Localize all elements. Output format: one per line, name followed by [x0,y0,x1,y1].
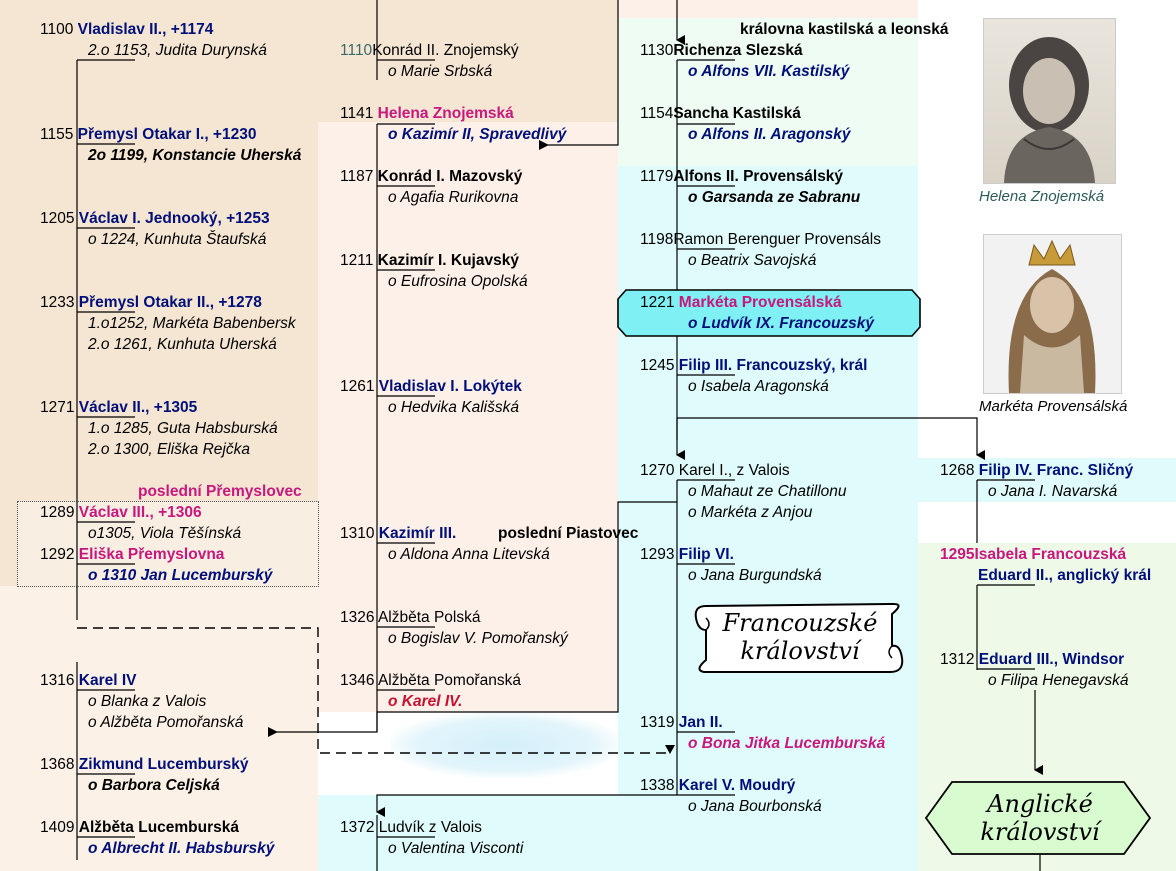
spouse-entry: o Valentina Visconti [388,840,524,857]
cloud-decoration [390,712,620,778]
person-entry: 1179Alfons II. Provensálský [640,168,844,185]
spouse-entry: 2.o 1153, Judita Durynská [88,42,267,59]
castile-header: královna kastilská a leonská [740,21,949,38]
spouse-entry: 1.o 1285, Guta Habsburská [88,420,278,437]
person-entry: 1270 Karel I., z Valois [640,462,790,479]
spouse-entry: o Isabela Aragonská [688,378,829,395]
spouse-entry: o Marie Srbská [388,63,493,80]
portrait-helena [983,18,1116,184]
person-entry: 1271 Václav II., +1305 [40,399,198,416]
spouse-entry: 1.o1252, Markéta Babenbersk [88,315,296,332]
spouse-entry: o Kazimír II, Spravedlivý [388,126,567,143]
portrait-caption: Markéta Provensálská [979,398,1128,415]
spouse-entry: Eduard II., anglický král [978,567,1152,584]
spouse-entry: o Beatrix Savojská [688,252,817,269]
col2-top-background [318,0,618,122]
spouse-entry: o Karel IV. [388,693,463,710]
spouse-entry: 2o 1199, Konstancie Uherská [88,147,302,164]
marketa-portrait-image [1008,239,1096,393]
portrait-caption: Helena Znojemská [979,188,1105,205]
person-entry: 1312 Eduard III., Windsor [940,651,1125,668]
spouse-entry: o Alfons VII. Kastilský [688,63,850,80]
person-entry: 1198Ramon Berenguer Provensáls [640,231,881,248]
spouse-entry: 2.o 1300, Eliška Rejčka [88,441,250,458]
col1-white-band [0,586,318,871]
person-entry: 1292 Eliška Přemyslovna [40,546,225,563]
english-kingdom-label: Anglické království [980,790,1100,846]
spouse-entry: o Albrecht II. Habsburský [88,840,275,857]
col4-cyan-band [918,458,1176,502]
person-entry: 1261 Vladislav I. Lokýtek [340,378,522,395]
person-entry: 1319 Jan II. [640,714,723,731]
spouse-entry: o Jana Burgundská [688,567,822,584]
spouse-entry: o Hedvika Kališská [388,399,519,416]
person-entry: 1295Isabela Francouzská [940,546,1127,563]
last-piast-note: poslední Piastovec [498,525,639,542]
person-entry: 1372 Ludvík z Valois [340,819,482,836]
spouse-entry: o Jana I. Navarská [988,483,1118,500]
spouse-entry: o1305, Viola Těšínská [88,525,242,542]
person-entry: 1326 Alžběta Polská [340,609,481,626]
person-entry: 1205 Václav I. Jednooký, +1253 [40,210,270,227]
person-entry: 1316 Karel IV [40,672,137,689]
helena-portrait-image [1004,37,1095,183]
spouse-entry: o 1224, Kunhuta Štaufská [88,231,267,248]
spouse-entry: 2.o 1261, Kunhuta Uherská [88,336,277,353]
person-entry: 1245 Filip III. Francouzský, král [640,357,868,374]
spouse-entry: o Eufrosina Opolská [388,273,528,290]
last-premyslid-box [17,501,319,587]
spouse-entry: o Ludvík IX. Francouzský [688,315,875,332]
last-premyslid-note: poslední Přemyslovec [138,483,302,500]
spouse-entry: o Mahaut ze Chatillonu [688,483,847,500]
spouse-entry: o Garsanda ze Sabranu [688,189,861,206]
person-entry: 1154Sancha Kastilská [640,105,801,122]
person-entry: 1155 Přemysl Otakar I., +1230 [40,126,257,143]
col3-green-background [618,18,918,166]
spouse-entry: o Alžběta Pomořanská [88,714,244,731]
person-entry: 1110Konrád II. Znojemský [340,42,519,59]
person-entry: 1338 Karel V. Moudrý [640,777,796,794]
portrait-marketa [983,234,1122,394]
person-entry: 1409 Alžběta Lucemburská [40,819,240,836]
person-entry: 1293 Filip VI. [640,546,734,563]
col2-background [318,122,618,712]
person-entry: 1100 Vladislav II., +1174 [40,21,214,38]
person-entry: 1233 Přemysl Otakar II., +1278 [40,294,262,311]
spouse-entry: o Filipa Henegavská [988,672,1129,689]
person-entry: 1289 Václav III., +1306 [40,504,202,521]
person-entry: 1310 Kazimír III. [340,525,457,542]
person-entry: 1368 Zikmund Lucemburský [40,756,249,773]
person-entry: 1268 Filip IV. Franc. Sličný [940,462,1134,479]
spouse-entry: o Alfons II. Aragonský [688,126,851,143]
spouse-entry: o Bogislav V. Pomořanský [388,630,568,647]
french-kingdom-label: Francouzské království [722,609,878,665]
spouse-entry: o Barbora Celjská [88,777,220,794]
spouse-entry: o Aldona Anna Litevská [388,546,550,563]
highlight-box-marketa [617,289,921,337]
person-entry: 1211 Kazimír I. Kujavský [340,252,519,269]
col2-bottom-background [318,795,618,871]
person-entry: 1187 Konrád I. Mazovský [340,168,523,185]
english-kingdom-banner [924,781,1152,855]
spouse-entry: o Blanka z Valois [88,693,207,710]
spouse-entry: o Markéta z Anjou [688,504,813,521]
spouse-entry: o 1310 Jan Lucemburský [88,567,273,584]
spouse-entry: o Agafia Rurikovna [388,189,519,206]
person-entry: 1130Richenza Slezská [640,42,803,59]
spouse-entry: o Bona Jitka Lucemburská [688,735,886,752]
spouse-entry: o Jana Bourbonská [688,798,822,815]
person-entry: 1141 Helena Znojemská [340,105,514,122]
person-entry: 1221 Markéta Provensálská [640,294,842,311]
col3-top-background [618,0,918,18]
person-entry: 1346 Alžběta Pomořanská [340,672,521,689]
french-kingdom-banner [694,602,904,673]
